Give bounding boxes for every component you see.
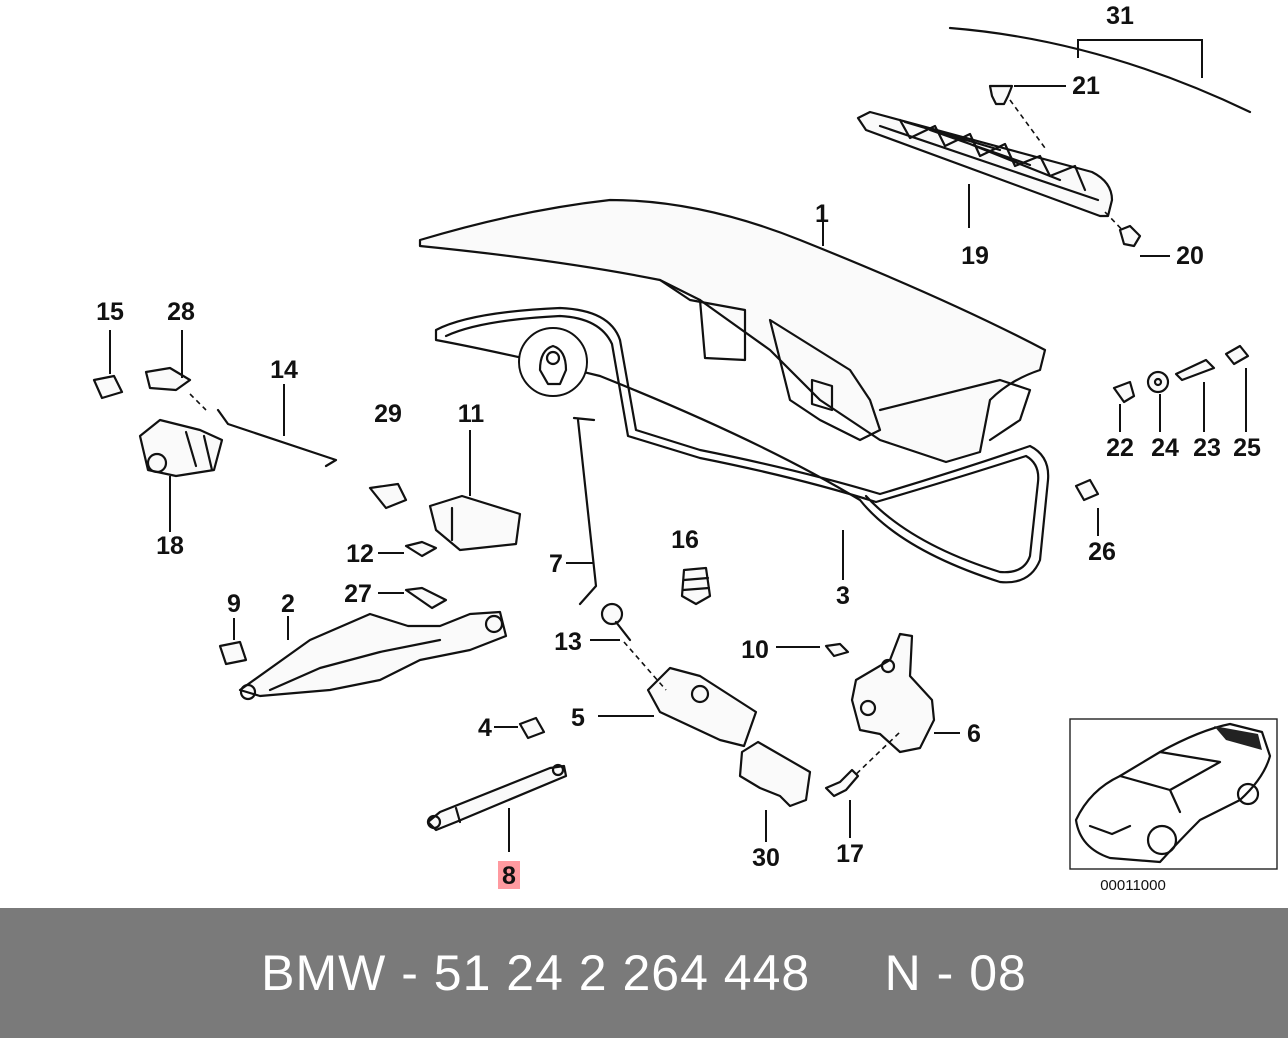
callout-23: 23	[1193, 434, 1221, 462]
callout-22: 22	[1106, 434, 1134, 462]
callout-15: 15	[96, 298, 124, 326]
latch-6	[776, 632, 960, 781]
screw-17	[824, 768, 860, 838]
callout-6: 6	[967, 720, 981, 748]
callout-18: 18	[156, 532, 184, 560]
callout-8: 8	[502, 862, 516, 890]
callout-12: 12	[346, 540, 374, 568]
callout-16: 16	[671, 526, 699, 554]
bumper-16	[680, 566, 712, 606]
screw-13	[590, 602, 632, 642]
lock-5	[598, 641, 758, 748]
callout-9: 9	[227, 590, 241, 618]
callout-21: 21	[1072, 72, 1100, 100]
callout-14: 14	[270, 356, 298, 384]
trim-strip-31	[948, 26, 1252, 114]
switch-11	[368, 430, 522, 558]
vehicle-inset: 00011000	[1069, 718, 1278, 894]
callout-19: 19	[961, 242, 989, 270]
car-icon	[1074, 722, 1272, 864]
rod-7	[566, 416, 598, 606]
screw-20	[1118, 224, 1170, 257]
callout-30: 30	[752, 844, 780, 872]
hardware-group-right	[1074, 344, 1250, 536]
callout-20: 20	[1176, 242, 1204, 270]
callout-11: 11	[458, 400, 485, 428]
callout-26: 26	[1088, 538, 1116, 566]
callout-31: 31	[1106, 2, 1134, 30]
gas-strut-8	[426, 763, 568, 889]
callout-1: 1	[815, 200, 829, 228]
callouts: 31 21 1 19 20 15 28 14 29 11 22 24 23 25…	[96, 2, 1261, 890]
callout-27: 27	[344, 580, 372, 608]
part-number-caption: BMW - 51 24 2 264 448 N - 08	[261, 945, 1027, 1001]
clip-21	[988, 84, 1066, 106]
callout-7: 7	[549, 550, 563, 578]
cover-30	[738, 740, 812, 842]
inset-code: 00011000	[1100, 877, 1166, 894]
footer-bar: BMW - 51 24 2 264 448 N - 08	[0, 908, 1288, 1038]
callout-2: 2	[281, 590, 295, 618]
nut-4	[494, 716, 546, 740]
callout-3: 3	[836, 582, 850, 610]
parts-diagram: 31 21 1 19 20 15 28 14 29 11 22 24 23 25…	[92, 2, 1278, 894]
bracket-2	[218, 610, 508, 701]
rod-14	[216, 384, 338, 468]
callout-17: 17	[836, 840, 864, 868]
callout-13: 13	[554, 628, 582, 656]
callout-25: 25	[1233, 434, 1261, 462]
hinge-group-18	[92, 330, 224, 532]
brake-light-19	[856, 99, 1131, 239]
callout-24: 24	[1151, 434, 1179, 462]
exploded-view-svg: 31 21 1 19 20 15 28 14 29 11 22 24 23 25…	[92, 2, 1278, 894]
callout-29: 29	[374, 400, 402, 428]
callout-5: 5	[571, 704, 585, 732]
screw-27	[378, 586, 448, 610]
seal-detail-circle	[518, 327, 588, 397]
highlight-mark	[498, 861, 520, 889]
callout-4: 4	[478, 714, 492, 742]
callout-10: 10	[741, 636, 769, 664]
trunk-lid-1	[418, 198, 1047, 464]
callout-28: 28	[167, 298, 195, 326]
seal-3	[434, 306, 1050, 584]
